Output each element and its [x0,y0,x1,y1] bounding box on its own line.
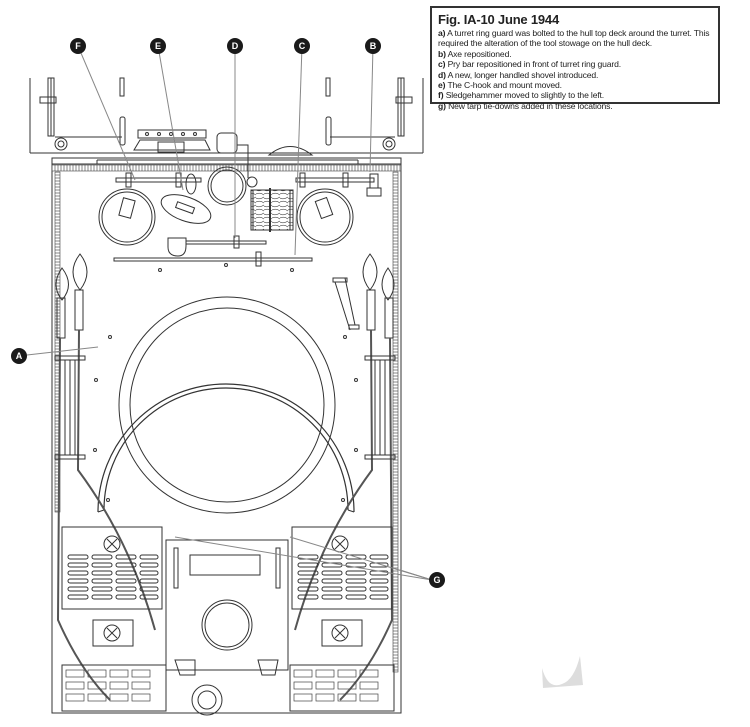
right-tow-cables [294,253,396,701]
leader-g1 [174,536,433,581]
turret-ring-guard [93,263,358,513]
callout-g-label: G [433,575,440,585]
leader-c [294,45,303,256]
right-track-link-rack [325,77,413,151]
note-f-key: f) [438,90,444,101]
leader-e [157,45,184,191]
leader-lines [26,45,433,581]
callout-a-label: A [16,351,23,361]
rear-bottom-grilles [61,659,395,716]
left-round-stowage [98,188,156,246]
note-c-text: Pry bar repositioned in front of turret … [447,59,622,70]
shovel [167,235,267,257]
axe [295,172,382,197]
engine-access-hatch [165,539,289,671]
note-g-key: g) [438,100,446,111]
jack-block [250,188,294,232]
note-d-text: A new, longer handled shovel introduced. [447,69,599,80]
hull-deck-outline [51,157,402,714]
note-a-text: A turret ring guard was bolted to the hu… [438,28,710,49]
callout-f: F [70,38,86,54]
leader-a [26,346,99,356]
pry-bar [113,251,313,267]
center-round-hatch [207,166,247,206]
note-f: f) Sledgehammer moved to slightly to the… [438,90,712,100]
leader-g3 [399,569,433,581]
note-g: g) New tarp tie-downs added in these loc… [438,101,712,111]
sledgehammer [115,172,202,195]
c-hook [160,194,212,224]
note-f-text: Sledgehammer moved to slightly to the le… [445,90,605,101]
note-c-key: c) [438,59,446,70]
callout-e-label: E [155,41,161,51]
note-g-text: New tarp tie-downs added in these locati… [448,100,613,111]
left-engine-grille [61,526,163,647]
right-engine-grille [291,526,393,647]
callout-b: B [365,38,381,54]
callout-c-label: C [299,41,306,51]
note-b-key: b) [438,48,446,59]
note-e: e) The C-hook and mount moved. [438,80,712,90]
callout-e: E [150,38,166,54]
note-d: d) A new, longer handled shovel introduc… [438,70,712,80]
right-round-stowage [296,188,354,246]
note-a-key: a) [438,28,446,38]
note-b: b) Axe repositioned. [438,49,712,59]
figure-caption-box: Fig. IA-10 June 1944 a) A turret ring gu… [430,6,720,111]
scan-artifact [542,656,583,688]
note-b-text: Axe repositioned. [447,48,512,59]
turret-rear-fittings [133,129,314,188]
note-e-key: e) [438,80,446,91]
callout-g: G [429,572,445,588]
leader-b [369,45,374,173]
leader-f [77,45,136,181]
wire-cutters [332,277,360,331]
callout-a: A [11,348,27,364]
turret-rear-outline [29,78,424,154]
note-c: c) Pry bar repositioned in front of turr… [438,59,712,69]
left-tow-cables [54,253,156,701]
note-a: a) A turret ring guard was bolted to the… [438,28,712,49]
callout-c: C [294,38,310,54]
turret-ring [118,296,336,514]
figure-title: Fig. IA-10 June 1944 [438,12,559,27]
callout-d: D [227,38,243,54]
callout-b-label: B [370,41,377,51]
callout-d-label: D [232,41,239,51]
note-e-text: The C-hook and mount moved. [447,80,562,91]
note-d-key: d) [438,69,446,80]
left-track-link-rack [39,77,126,151]
callout-f-label: F [75,41,81,51]
